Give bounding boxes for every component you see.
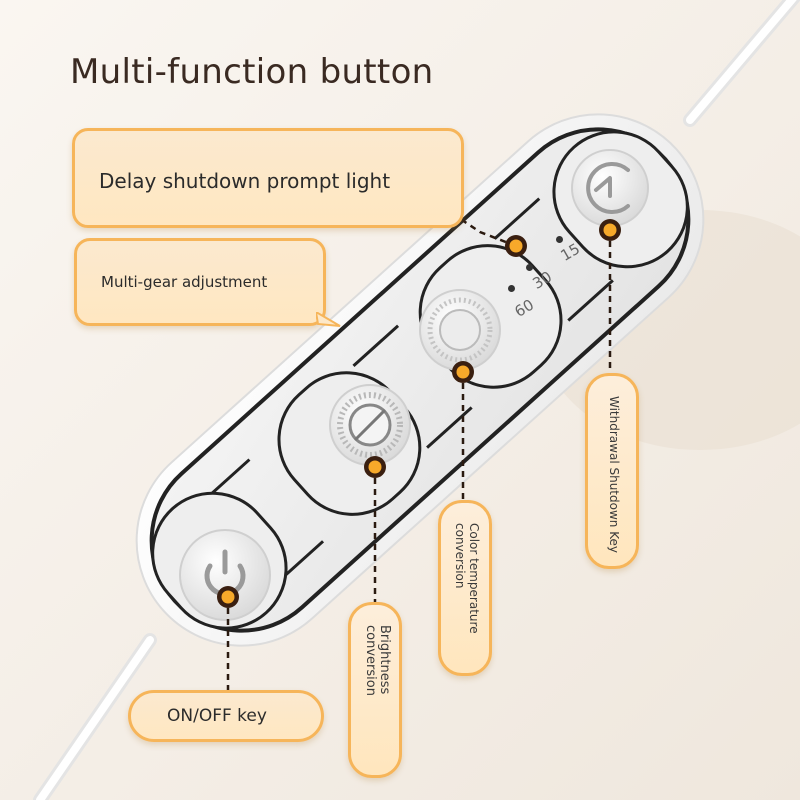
cable	[33, 0, 800, 800]
callout-on-off: ON/OFF key	[128, 690, 324, 742]
speech-tail	[316, 312, 341, 327]
callout-label-vertical: Brightness conversion	[363, 625, 392, 696]
leader-lines	[226, 218, 612, 690]
callout-delay-shutdown: Delay shutdown prompt light	[72, 128, 464, 228]
callout-label-vertical: Withdrawal Shutdown Key	[607, 396, 621, 553]
callout-brightness: Brightness conversion	[348, 602, 402, 778]
page-title: Multi-function button	[70, 52, 434, 92]
callout-multi-gear: Multi-gear adjustment	[74, 238, 326, 326]
callout-line: conversion	[453, 523, 467, 589]
callout-line: Withdrawal Shutdown Key	[607, 396, 621, 553]
timer-button	[571, 149, 649, 227]
callout-color-temperature: Color temperature conversion	[438, 500, 492, 676]
callout-line: conversion	[363, 625, 378, 696]
brightness-dial	[329, 384, 411, 466]
timer-dot	[526, 264, 533, 271]
timer-dot	[556, 236, 563, 243]
callout-label: ON/OFF key	[167, 706, 267, 726]
callout-withdrawal-shutdown: Withdrawal Shutdown Key	[585, 373, 639, 569]
callout-line: Brightness	[377, 625, 392, 695]
color-temp-dial	[419, 289, 501, 371]
callout-label: Multi-gear adjustment	[101, 273, 268, 291]
callout-line: Color temperature	[467, 523, 481, 634]
callout-label-vertical: Color temperature conversion	[453, 523, 481, 634]
timer-dot	[508, 285, 515, 292]
callout-label: Delay shutdown prompt light	[99, 169, 391, 193]
on-off-button	[179, 529, 271, 621]
